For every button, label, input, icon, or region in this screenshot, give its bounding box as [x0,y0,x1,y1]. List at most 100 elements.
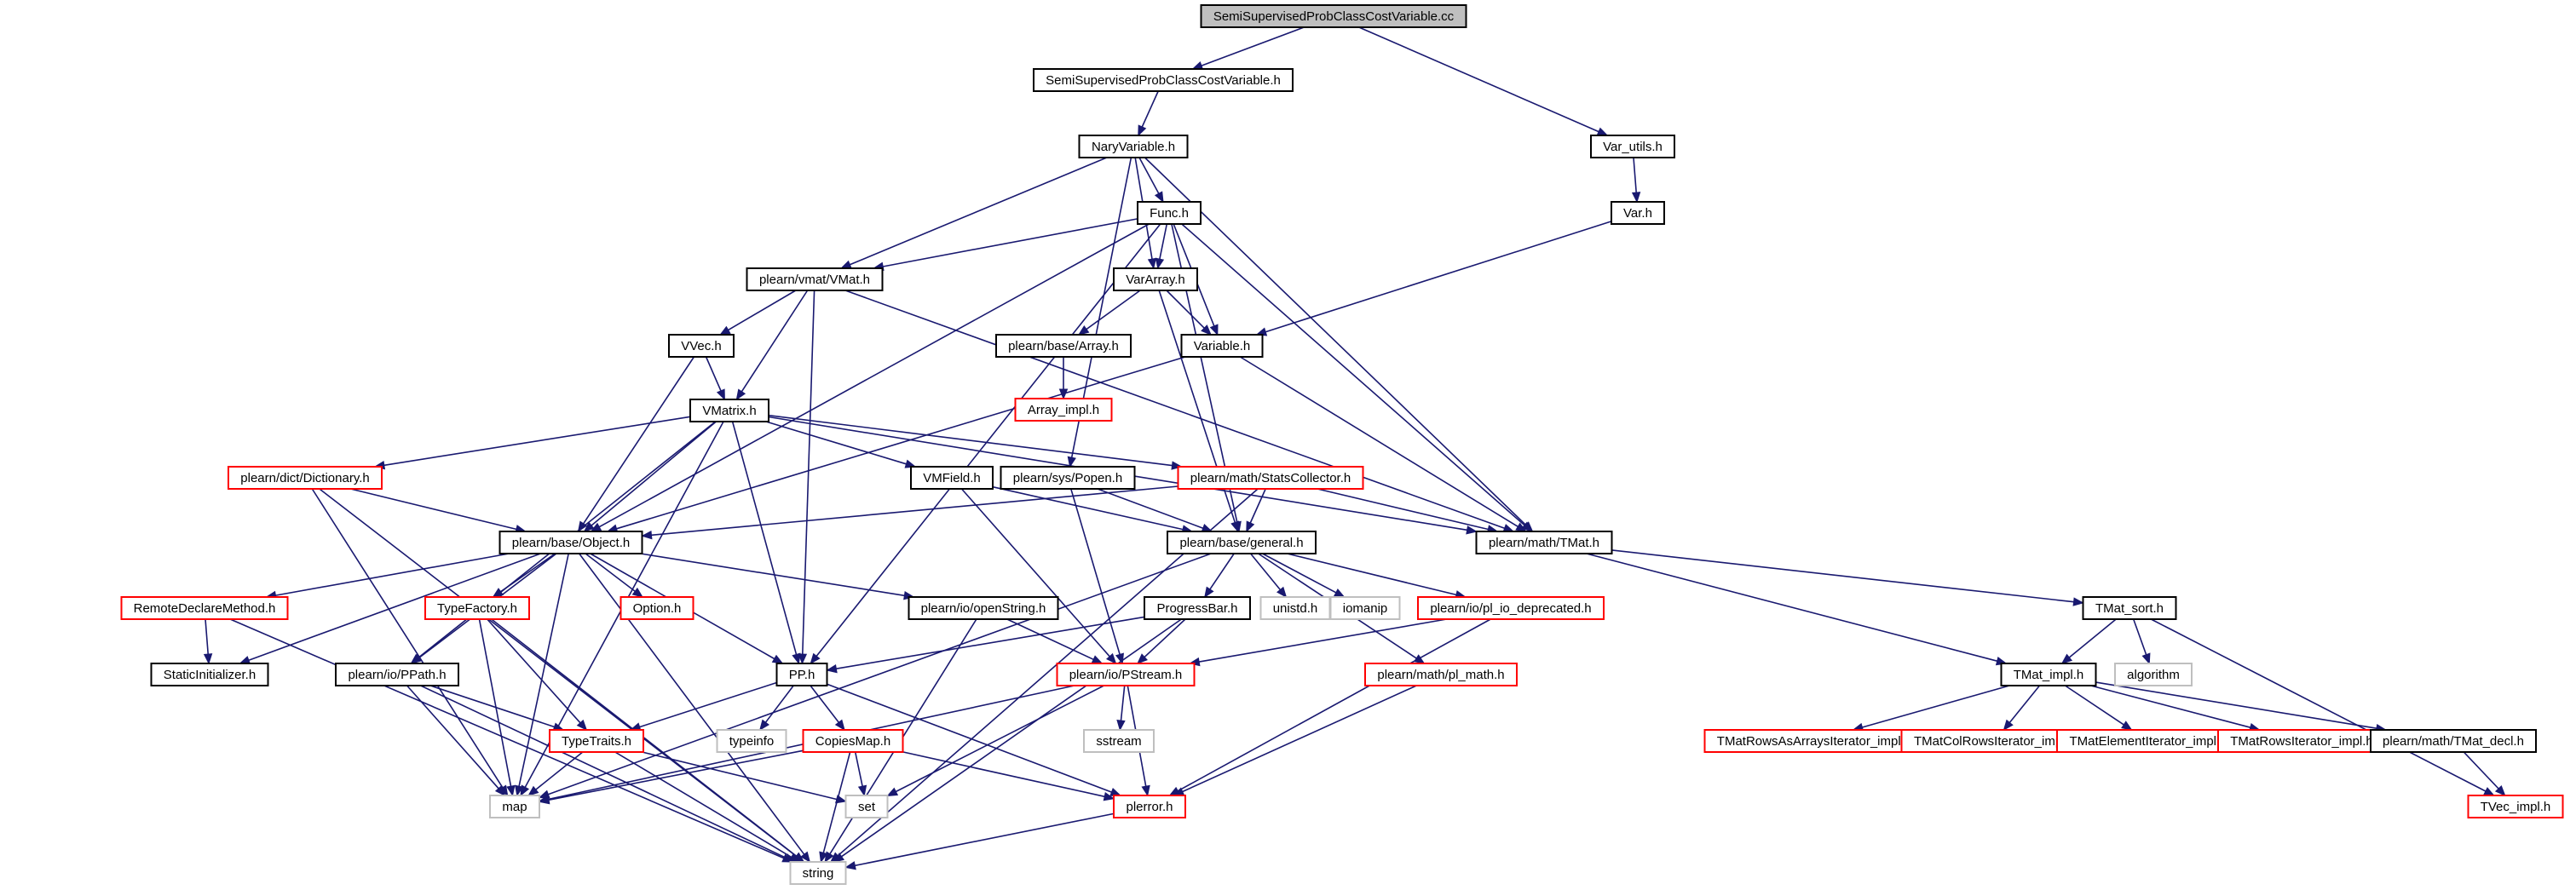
arrowhead [1137,653,1148,664]
node-iodep[interactable]: plearn/io/pl_io_deprecated.h [1417,596,1605,620]
edge-dictionary-to-object [350,488,527,534]
edge-line [535,751,584,790]
node-box [1177,466,1364,490]
node-plmath[interactable]: plearn/math/pl_math.h [1364,663,1518,686]
edge-vararray-to-variable [1166,290,1212,336]
arrowhead [886,787,899,797]
edge-line [1141,90,1159,128]
node-option[interactable]: Option.h [620,596,694,620]
edge-line [651,485,1179,537]
node-tvecimpl[interactable]: TVec_impl.h [2467,795,2564,818]
edge-line [895,685,1104,793]
node-label: SemiSupervisedProbClassCostVariable.cc [1213,9,1455,24]
arrowhead [1201,324,1212,336]
node-label: ProgressBar.h [1156,601,1237,616]
node-box [908,596,1059,620]
arrowhead [2003,719,2014,732]
edge-line [827,683,1112,793]
node-remote[interactable]: RemoteDeclareMethod.h [120,596,289,620]
node-object[interactable]: plearn/base/Object.h [498,531,643,554]
node-basearray[interactable]: plearn/base/Array.h [995,334,1132,358]
node-pstream[interactable]: plearn/io/PStream.h [1056,663,1196,686]
node-ppath[interactable]: plearn/io/PPath.h [335,663,459,686]
edge-var-to-variable [1255,221,1612,336]
edge-line [406,685,499,790]
node-box [120,596,289,620]
node-root[interactable]: SemiSupervisedProbClassCostVariable.cc [1200,4,1467,28]
node-box [424,596,530,620]
node-vararray[interactable]: VarArray.h [1113,267,1198,291]
edge-line [614,751,792,858]
edge-nary-to-vmat [839,157,1108,269]
edge-vmatrix-to-pp [731,421,801,665]
node-label: algorithm [2127,668,2180,682]
arrowhead [2072,597,2084,606]
arrowhead [798,653,808,665]
edge-popen-to-general [1097,488,1213,532]
node-label: plearn/io/openString.h [921,601,1046,616]
node-label: TypeFactory.h [437,601,517,616]
node-tmat[interactable]: plearn/math/TMat.h [1475,531,1613,554]
node-general[interactable]: plearn/base/general.h [1167,531,1317,554]
node-vvec[interactable]: VVec.h [668,334,735,358]
node-elemit[interactable]: TMatElementIterator_impl.h [2056,729,2240,753]
node-dictionary[interactable]: plearn/dict/Dictionary.h [228,466,383,490]
node-openstring[interactable]: plearn/io/openString.h [908,596,1059,620]
node-box [620,596,694,620]
node-func[interactable]: Func.h [1137,201,1202,225]
arrowhead [844,861,856,870]
node-vmatrix[interactable]: VMatrix.h [689,399,769,422]
node-label: TMat_impl.h [2014,668,2084,682]
arrowhead [2060,653,2073,664]
edge-ppath-to-map [406,685,506,796]
edge-nary-to-func [1138,157,1164,204]
node-arrayimpl[interactable]: Array_impl.h [1014,398,1113,422]
edge-object-to-remote [265,553,510,600]
edge-dictionary-to-map [311,488,509,797]
node-rowsarr[interactable]: TMatRowsAsArraysIterator_impl.h [1703,729,1925,753]
node-copiesmap[interactable]: CopiesMap.h [802,729,904,753]
edge-line [500,553,556,593]
node-label: plearn/dict/Dictionary.h [240,471,369,485]
edge-vvec-to-vmatrix [705,356,725,401]
node-variable[interactable]: Variable.h [1180,334,1264,358]
node-tmatdecl[interactable]: plearn/math/TMat_decl.h [2370,729,2537,753]
edge-line [802,290,815,655]
edge-line [383,416,691,467]
node-vmfield[interactable]: VMField.h [910,466,994,490]
node-box [1703,729,1925,753]
arrowhead [819,851,828,864]
arrowhead [834,719,845,732]
node-box [1611,201,1665,225]
edge-line [1097,488,1204,529]
arrowhead [771,654,784,664]
node-stats[interactable]: plearn/math/StatsCollector.h [1177,466,1364,490]
node-box [1180,334,1264,358]
node-progress[interactable]: ProgressBar.h [1144,596,1251,620]
node-box [1014,398,1113,422]
node-pp[interactable]: PP.h [775,663,828,686]
node-rowsit[interactable]: TMatRowsIterator_impl.h [2217,729,2386,753]
node-box [1113,267,1198,291]
node-plerror[interactable]: plerror.h [1113,795,1186,818]
node-tmatsort[interactable]: TMat_sort.h [2082,596,2177,620]
node-staticinit[interactable]: StaticInitializer.h [150,663,269,686]
edge-line [1070,488,1121,655]
node-popen[interactable]: plearn/sys/Popen.h [1000,466,1136,490]
node-label: string [803,866,834,881]
arrowhead [641,531,653,540]
node-label: Variable.h [1194,339,1250,353]
node-sspch[interactable]: SemiSupervisedProbClassCostVariable.h [1033,68,1294,92]
edge-line [1611,549,2074,603]
node-vmat[interactable]: plearn/vmat/VMat.h [746,267,884,291]
edge-line [1265,221,1612,333]
node-nary[interactable]: NaryVariable.h [1078,135,1189,158]
node-tmatimpl[interactable]: TMat_impl.h [2000,663,2097,686]
node-var[interactable]: Var.h [1611,201,1665,225]
edge-typefactory-to-typetraits [487,618,588,731]
node-varutils[interactable]: Var_utils.h [1590,135,1675,158]
node-typefactory[interactable]: TypeFactory.h [424,596,530,620]
edge-vmfield-to-pstream [960,488,1117,664]
arrowhead [1141,784,1150,797]
node-typetraits[interactable]: TypeTraits.h [549,729,644,753]
